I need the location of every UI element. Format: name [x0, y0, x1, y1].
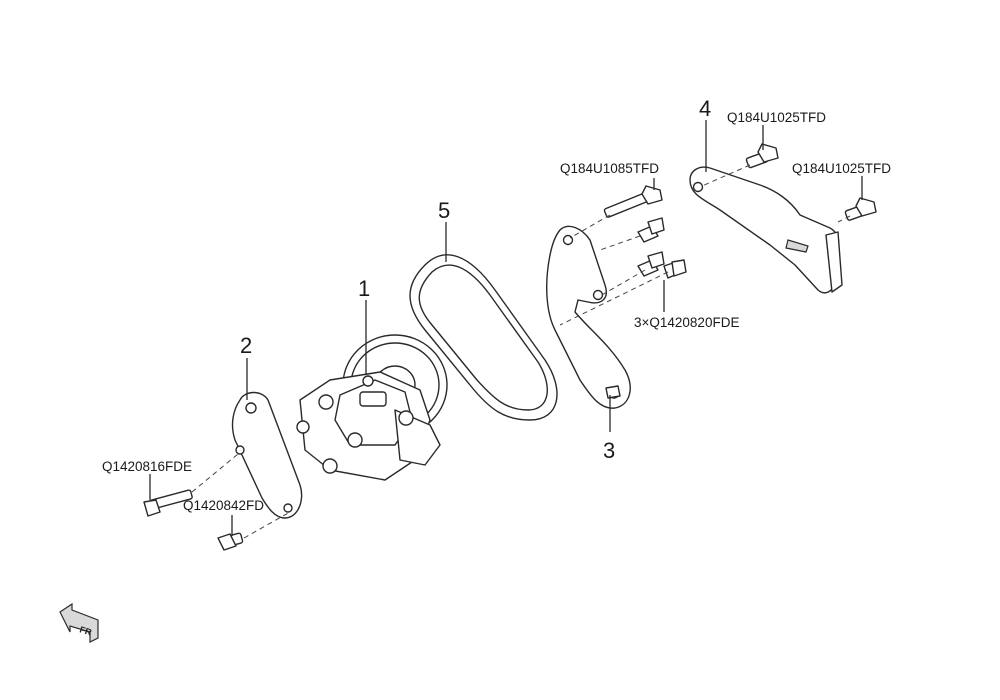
bolt-top-1[interactable] — [745, 143, 779, 169]
bolt-long[interactable] — [603, 185, 663, 218]
label-bolt-top-1: Q184U1025TFD — [727, 110, 826, 125]
label-bolts-triple: 3×Q1420820FDE — [634, 315, 739, 330]
lower-bracket[interactable] — [546, 225, 631, 409]
callout-lower-bracket: 3 — [603, 438, 615, 463]
callout-left-bracket: 2 — [240, 333, 252, 358]
label-bolt-left-2: Q1420842FD — [183, 498, 264, 513]
front-direction-marker: FR — [59, 602, 99, 643]
power-steering-pump[interactable] — [296, 334, 448, 481]
callout-upper-bracket: 4 — [699, 96, 711, 121]
bolt-top-2[interactable] — [844, 197, 877, 221]
bolt-left-2[interactable] — [217, 532, 244, 551]
left-bracket[interactable] — [231, 391, 303, 519]
label-bolt-top-2: Q184U1025TFD — [792, 161, 891, 176]
assembly-dashed-lines — [191, 164, 851, 539]
leader-lines — [149, 120, 863, 536]
upper-bracket[interactable] — [689, 166, 843, 294]
callout-belt: 5 — [438, 198, 450, 223]
label-bolt-long: Q184U1085TFD — [560, 161, 659, 176]
drive-belt[interactable] — [409, 254, 558, 421]
bolt-left-1[interactable] — [143, 489, 193, 517]
callout-pump: 1 — [358, 276, 370, 301]
bolts-triple[interactable] — [637, 217, 687, 279]
fr-label: FR — [78, 624, 93, 637]
label-bolt-left-1: Q1420816FDE — [102, 459, 192, 474]
